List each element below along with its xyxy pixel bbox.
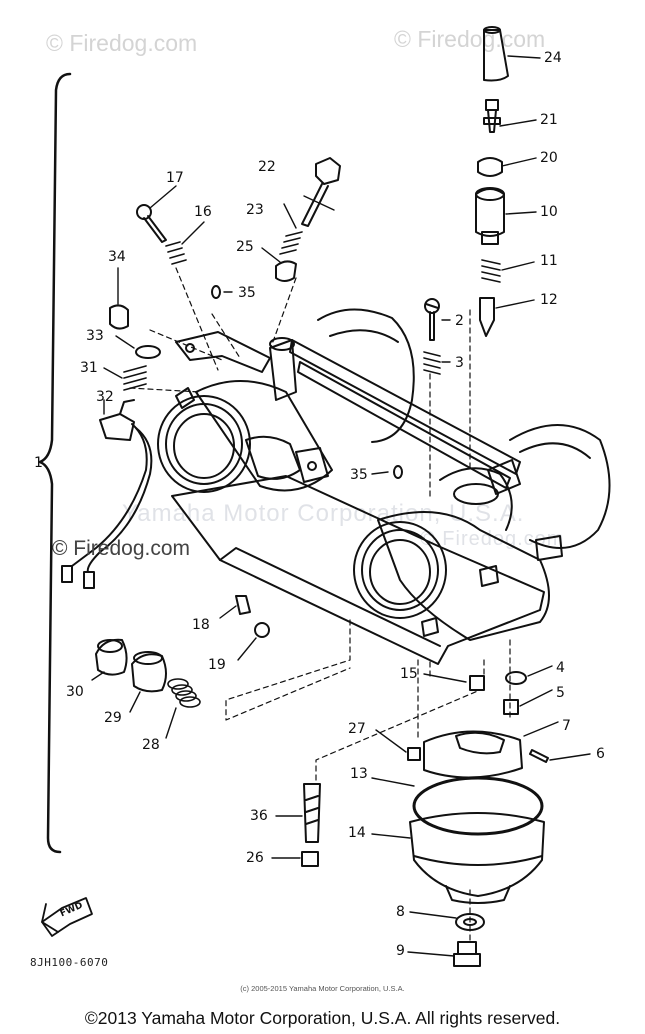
group-label: 1 (34, 455, 43, 471)
part-label: 24 (544, 50, 562, 66)
part-31-spring (123, 365, 147, 391)
part-label: 22 (258, 159, 276, 175)
part-8-washer (455, 913, 485, 931)
part-label: 12 (540, 292, 558, 308)
part-3-spring (423, 351, 441, 375)
part-label: 13 (350, 766, 368, 782)
part-label: 23 (246, 202, 264, 218)
part-5-jet (503, 699, 519, 715)
part-label: 29 (104, 710, 122, 726)
part-19-washer (254, 622, 270, 638)
part-17-screw (136, 204, 167, 243)
part-35-oring-lower (393, 465, 403, 479)
part-label: 25 (236, 239, 254, 255)
part-label: 5 (556, 685, 565, 701)
part-27-screw (407, 747, 421, 761)
part-label: 18 (192, 617, 210, 633)
group-bracket (38, 72, 72, 854)
part-label: 35 (350, 467, 368, 483)
part-18-pin (235, 595, 251, 615)
part-26-nut (301, 851, 319, 867)
part-label: 3 (455, 355, 464, 371)
watermark-middle-right: © Firedog.com (420, 528, 565, 550)
part-30-cap (95, 638, 128, 676)
watermark-middle-center: Yamaha Motor Corporation, U.S.A. (122, 500, 525, 527)
part-label: 27 (348, 721, 366, 737)
part-label: 8 (396, 904, 405, 920)
part-25-washer (275, 260, 297, 282)
part-label: 21 (540, 112, 558, 128)
part-12-plunger (479, 297, 495, 337)
watermark-top-left: © Firedog.com (46, 30, 198, 56)
leader-lines (129, 267, 511, 941)
part-label: 11 (540, 253, 558, 269)
part-34-cap (109, 304, 129, 330)
part-2-screw (424, 298, 440, 341)
part-label: 20 (540, 150, 558, 166)
part-label: 6 (596, 746, 605, 762)
part-7-float (423, 730, 523, 779)
part-label: 33 (86, 328, 104, 344)
part-label: 26 (246, 850, 264, 866)
part-label: 14 (348, 825, 366, 841)
part-label: 32 (96, 389, 114, 405)
part-35-oring-upper (211, 285, 221, 299)
part-label: 17 (166, 170, 184, 186)
part-23-spring (279, 231, 303, 255)
part-label: 19 (208, 657, 226, 673)
label-leaders (91, 55, 591, 957)
part-label: 35 (238, 285, 256, 301)
part-13-gasket (412, 776, 544, 836)
part-label: 15 (400, 666, 418, 682)
part-label: 9 (396, 943, 405, 959)
part-label: 34 (108, 249, 126, 265)
part-label: 7 (562, 718, 571, 734)
part-label: 10 (540, 204, 558, 220)
part-6-pin (529, 749, 549, 763)
part-11-spring (481, 259, 501, 283)
part-4-washer (505, 671, 527, 685)
part-29-cap (131, 651, 167, 693)
watermark-top-right: © Firedog.com (394, 26, 546, 52)
part-9-plug (453, 941, 481, 967)
watermark-middle-left: © Firedog.com (52, 537, 191, 560)
part-20-washer (477, 157, 503, 177)
part-32-fitting-wire (61, 399, 153, 589)
part-label: 16 (194, 204, 212, 220)
footer-copyright: ©2013 Yamaha Motor Corporation, U.S.A. A… (84, 1008, 561, 1028)
part-36-stud (303, 783, 321, 843)
part-24-cap (483, 26, 509, 82)
small-copyright: (c) 2005-2015 Yamaha Motor Corporation, … (240, 984, 405, 993)
diagram-code: 8JH100-6070 (30, 956, 109, 969)
part-21-jet (483, 99, 501, 133)
part-33-washer (135, 345, 161, 359)
part-15-screw (469, 675, 485, 691)
part-14-float-bowl (409, 812, 545, 904)
part-label: 36 (250, 808, 268, 824)
part-label: 2 (455, 313, 464, 329)
part-16-spring (165, 241, 187, 265)
part-22-pilot-screw (301, 157, 341, 227)
part-label: 28 (142, 737, 160, 753)
part-label: 4 (556, 660, 565, 676)
part-10-needle-jet (475, 187, 505, 245)
part-label: 30 (66, 684, 84, 700)
part-label: 31 (80, 360, 98, 376)
carburetor-body (157, 308, 611, 665)
part-28-spring (167, 678, 201, 708)
fwd-arrow-icon (41, 897, 93, 937)
